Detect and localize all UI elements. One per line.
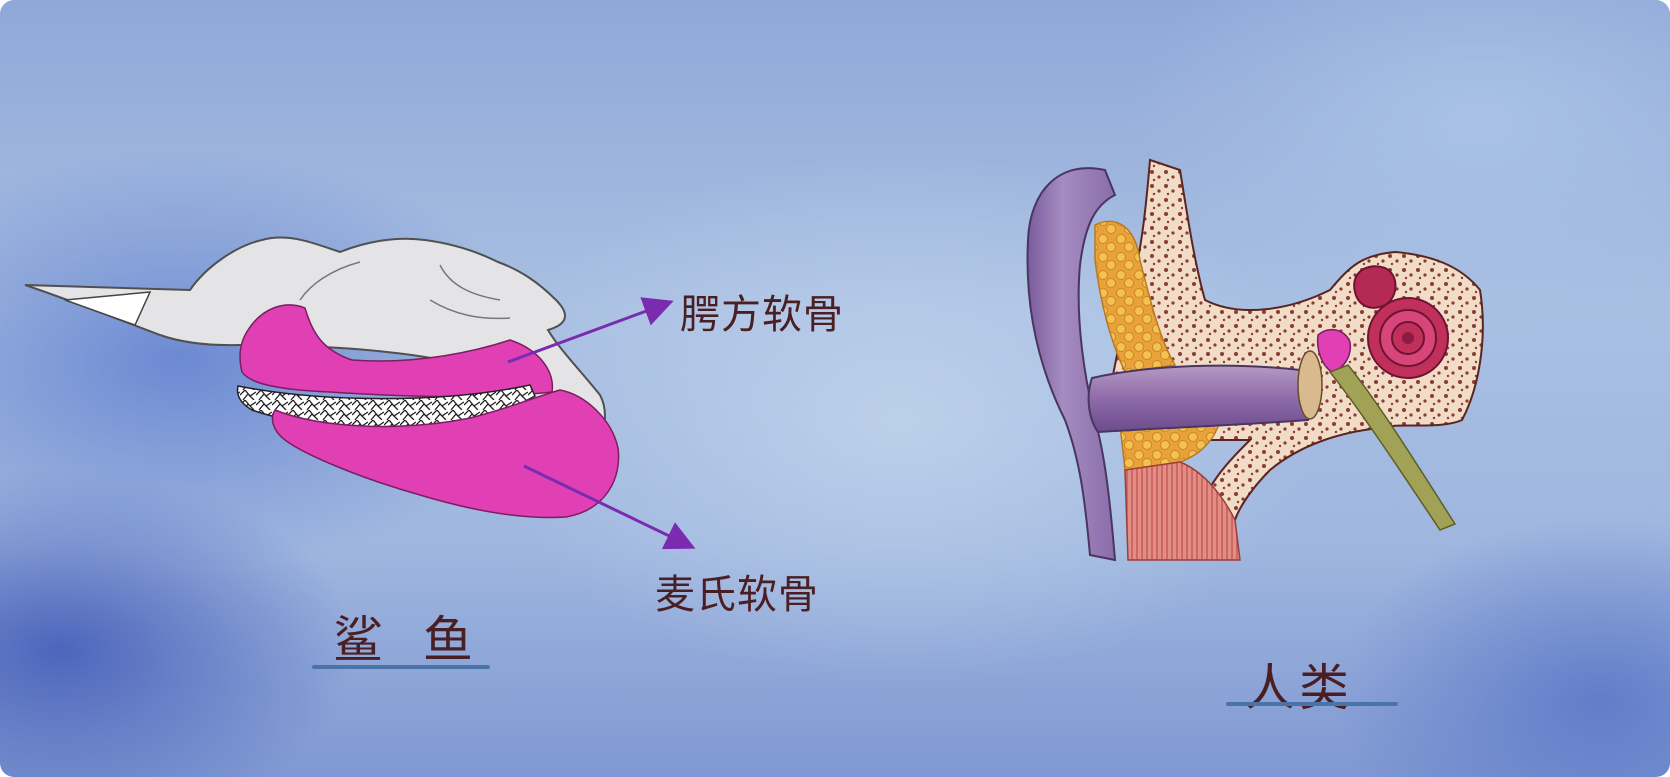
human-ear-diagram [1026,158,1484,562]
eustachian-tube [1328,364,1457,531]
human-caption-underline [1226,702,1398,706]
cochlea [1367,297,1449,379]
semicircular-canals [1353,265,1397,309]
human-caption: 人类 [1245,659,1353,717]
shark-skull-diagram [24,236,696,550]
shark-caption-underline [312,665,490,669]
fatty-tissue-upper [1094,220,1177,373]
ear-canal [1087,364,1317,434]
palatoquadrate-cartilage [239,304,554,398]
ossicles [1316,328,1352,373]
palatoquadrate-label: 腭方软骨 [680,292,844,338]
shark-rostrum-opening [64,291,152,326]
shark-cranium-contour [299,261,511,320]
meckels-cartilage-arrow [523,464,696,550]
eardrum [1297,350,1323,420]
meckels-cartilage-label: 麦氏软骨 [655,572,819,618]
shark-caption: 鲨 鱼 [333,611,485,669]
pinna [1026,167,1117,562]
quadrate-cartilage-arrow [507,297,674,364]
meckels-cartilage [271,389,620,519]
jaw-muscle [1124,461,1241,561]
